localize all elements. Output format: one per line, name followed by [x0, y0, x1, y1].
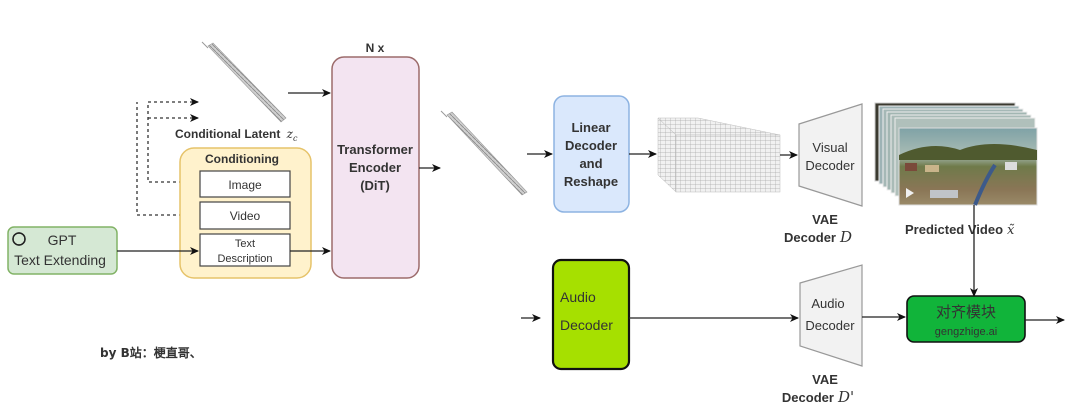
- alignment-title: 对齐模块: [936, 303, 996, 321]
- text-description-line1: Text: [235, 238, 255, 250]
- audio-vae-decoder: Audio Decoder: [799, 264, 863, 367]
- transformer-line2: Encoder: [349, 160, 401, 175]
- transformer-line3: (DiT): [360, 178, 390, 193]
- transformer-line1: Transformer: [337, 142, 413, 157]
- linear-line4: Reshape: [564, 174, 618, 189]
- output-latent-tokens: [440, 110, 528, 196]
- conditional-latent-tokens: [201, 41, 287, 123]
- video-input-box: [199, 201, 291, 230]
- gpt-text-extending-box: GPT Text Extending: [7, 226, 118, 275]
- linear-decoder-box: Linear Decoder and Reshape: [553, 95, 630, 213]
- audio-decoder-box: Audio Decoder: [551, 258, 631, 371]
- conditioning-group: Conditioning Image Video Text Descriptio…: [179, 147, 312, 279]
- alignment-module-box: 对齐模块 gengzhige.ai: [906, 295, 1026, 343]
- credit-text: by B站：梗直哥、: [100, 345, 202, 360]
- linear-line3: and: [579, 156, 602, 171]
- conditioning-title: Conditioning: [205, 152, 279, 166]
- conditional-latent-label: Conditional Latent zc: [175, 127, 298, 143]
- alignment-subtitle: gengzhige.ai: [935, 326, 997, 338]
- predicted-video-frames: [874, 102, 1038, 206]
- gpt-label: GPT: [48, 232, 77, 248]
- audio-vae-line1: Audio: [811, 296, 844, 311]
- audio-box-line1: Audio: [560, 289, 596, 305]
- visual-line1: Visual: [812, 140, 847, 155]
- vae-caption: VAE: [812, 212, 838, 227]
- text-description-box: [199, 233, 291, 267]
- latent-patch-cube: [657, 117, 781, 193]
- repeat-label: N x: [366, 41, 385, 55]
- image-input-box: [199, 170, 291, 198]
- text-description-line2: Description: [217, 253, 272, 265]
- dotted-feedback-arrows: [136, 98, 200, 216]
- openai-logo-icon: [12, 232, 26, 246]
- audio-vae-line2: Decoder: [805, 318, 855, 333]
- visual-line2: Decoder: [805, 158, 855, 173]
- audio-box-line2: Decoder: [560, 317, 613, 333]
- play-icon: [906, 188, 914, 198]
- video-label: Video: [230, 209, 261, 223]
- transformer-encoder-box: Transformer Encoder (DiT): [331, 56, 420, 279]
- linear-line1: Linear: [571, 120, 610, 135]
- image-label: Image: [228, 178, 262, 192]
- visual-decoder: Visual Decoder: [798, 103, 863, 207]
- audio-vae-caption: VAE: [812, 372, 838, 387]
- linear-line2: Decoder: [565, 138, 617, 153]
- text-extending-label: Text Extending: [14, 252, 106, 268]
